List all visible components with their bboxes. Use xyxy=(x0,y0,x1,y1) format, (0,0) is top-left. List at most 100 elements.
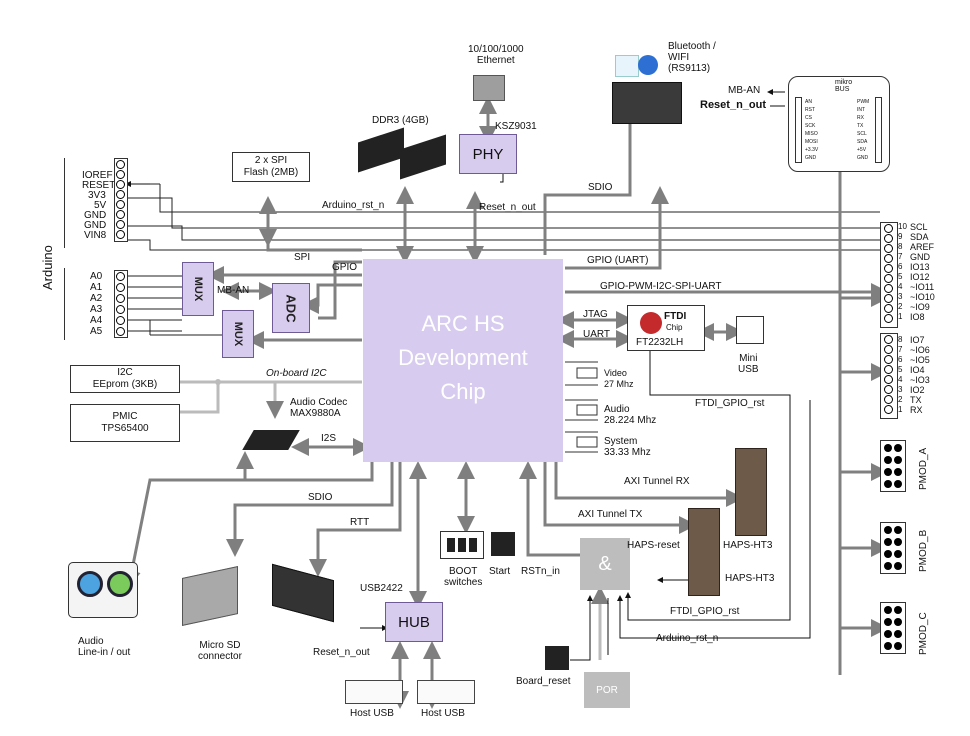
pin xyxy=(884,395,893,404)
audio-jack-label: Audio Line-in / out xyxy=(78,636,131,658)
pin xyxy=(116,283,125,292)
haps-reset-label: HAPS-reset xyxy=(627,540,680,551)
pmod-pin xyxy=(894,606,902,614)
arduino-bracket-top xyxy=(64,158,65,248)
arduino-bracket-bottom xyxy=(64,268,65,340)
bluetooth-icon xyxy=(638,55,658,75)
header-num: 5 xyxy=(898,272,903,281)
gpio-uart-label: GPIO (UART) xyxy=(587,255,649,266)
header-num: 8 xyxy=(898,242,903,251)
header-num: 8 xyxy=(898,335,903,344)
audio-codec-label: Audio Codec MAX9880A xyxy=(290,397,348,419)
header-label: TX xyxy=(910,395,922,405)
pmod-pin xyxy=(894,538,902,546)
gpio-label: GPIO xyxy=(332,262,358,273)
axi-tx-label: AXI Tunnel TX xyxy=(578,509,643,520)
switch xyxy=(447,538,455,552)
ethernet-label: 10/100/1000 Ethernet xyxy=(468,44,524,66)
bt-label: Bluetooth / WIFI (RS9113) xyxy=(668,41,716,74)
header-label: IO4 xyxy=(910,365,925,375)
mikrobus-pin: +5V xyxy=(857,147,867,153)
ftdi-logo-icon xyxy=(640,312,662,334)
axi-rx-label: AXI Tunnel RX xyxy=(624,476,690,487)
mikrobus-pin: RX xyxy=(857,115,864,121)
pin xyxy=(884,304,893,313)
pin xyxy=(116,210,125,219)
header-label: ~IO9 xyxy=(910,302,930,312)
pmod-pin xyxy=(894,468,902,476)
header-label: ~IO5 xyxy=(910,355,930,365)
arduino-power-header xyxy=(114,158,128,242)
start-label: Start xyxy=(489,566,511,577)
header-num: 9 xyxy=(898,232,903,241)
header-label: ~IO10 xyxy=(910,292,935,302)
header-num: 4 xyxy=(898,375,903,384)
ftdi-gpio-rst-2-label: FTDI_GPIO_rst xyxy=(670,606,740,617)
haps-tx-connector xyxy=(688,508,720,596)
pmod-a-label: PMOD_A xyxy=(918,447,929,490)
eeprom-line1: I2C xyxy=(117,367,133,378)
spi-flash-line1: 2 x SPI xyxy=(254,155,288,166)
adc-block: ADC xyxy=(272,283,310,333)
mb-an-label: MB-AN xyxy=(217,285,250,296)
mux-label: MUX xyxy=(191,276,204,302)
jtag-label: JTAG xyxy=(583,309,608,320)
header-num: 2 xyxy=(898,302,903,311)
pmod-b-connector xyxy=(880,522,906,574)
pin-label: 5V xyxy=(94,200,107,211)
pin-label: 3V3 xyxy=(88,190,106,201)
eeprom-line2: EEprom (3KB) xyxy=(92,379,158,390)
ftdi-block: FTDI Chip FT2232LH xyxy=(627,305,705,351)
rtt-label: RTT xyxy=(350,517,370,528)
pmod-pin xyxy=(894,562,902,570)
mikrobus-pin: GND xyxy=(857,155,869,161)
micro-sd-label: Micro SD connector xyxy=(198,640,242,662)
pin-label: A1 xyxy=(90,282,103,293)
header-label: IO2 xyxy=(910,385,925,395)
host-usb-1-label: Host USB xyxy=(350,708,394,719)
arc-hs-chip xyxy=(363,259,563,462)
pmod-pin xyxy=(884,562,892,570)
pin xyxy=(884,385,893,394)
mikrobus-socket: mikro BUS AN RST CS SCK MISO MOSI +3.3V … xyxy=(788,76,890,172)
header-label: ~IO6 xyxy=(910,345,930,355)
header-label: ~IO3 xyxy=(910,375,930,385)
pin xyxy=(884,375,893,384)
pin xyxy=(884,254,893,263)
pin xyxy=(884,294,893,303)
pin-label: A5 xyxy=(90,326,103,337)
pmod-b-label: PMOD_B xyxy=(918,529,929,572)
and-gate-label: & xyxy=(598,552,612,575)
line-out-jack xyxy=(107,571,133,597)
pin xyxy=(884,314,893,323)
pin xyxy=(116,160,125,169)
mux-label: MUX xyxy=(231,321,244,347)
pmod-pin xyxy=(894,550,902,558)
mini-usb-icon xyxy=(736,316,764,344)
header-label: IO7 xyxy=(910,335,925,345)
clock-video: Video 27 Mhz xyxy=(604,368,634,389)
pin xyxy=(884,335,893,344)
eeprom-block: I2C EEprom (3KB) xyxy=(70,365,180,393)
i2s-label: I2S xyxy=(321,433,337,444)
header-label: IO13 xyxy=(910,262,930,272)
header-num: 7 xyxy=(898,345,903,354)
mb-an-right-label: MB-AN xyxy=(728,85,761,96)
mikrobus-pin: AN xyxy=(805,99,812,105)
gpio-pwm-label: GPIO-PWM-I2C-SPI-UART xyxy=(600,281,722,292)
header-num: 3 xyxy=(898,385,903,394)
bt-module xyxy=(612,82,682,124)
arduino-label: Arduino xyxy=(40,245,55,290)
pmod-pin xyxy=(894,630,902,638)
header-num: 1 xyxy=(898,312,903,321)
mikrobus-pin: CS xyxy=(805,115,812,121)
header-label: GND xyxy=(910,252,930,262)
uart-label: UART xyxy=(583,329,611,340)
pin xyxy=(116,294,125,303)
sdio-top-label: SDIO xyxy=(588,182,613,193)
switch xyxy=(458,538,466,552)
pin xyxy=(116,316,125,325)
pin xyxy=(116,305,125,314)
pin-label: RESET xyxy=(82,180,116,191)
